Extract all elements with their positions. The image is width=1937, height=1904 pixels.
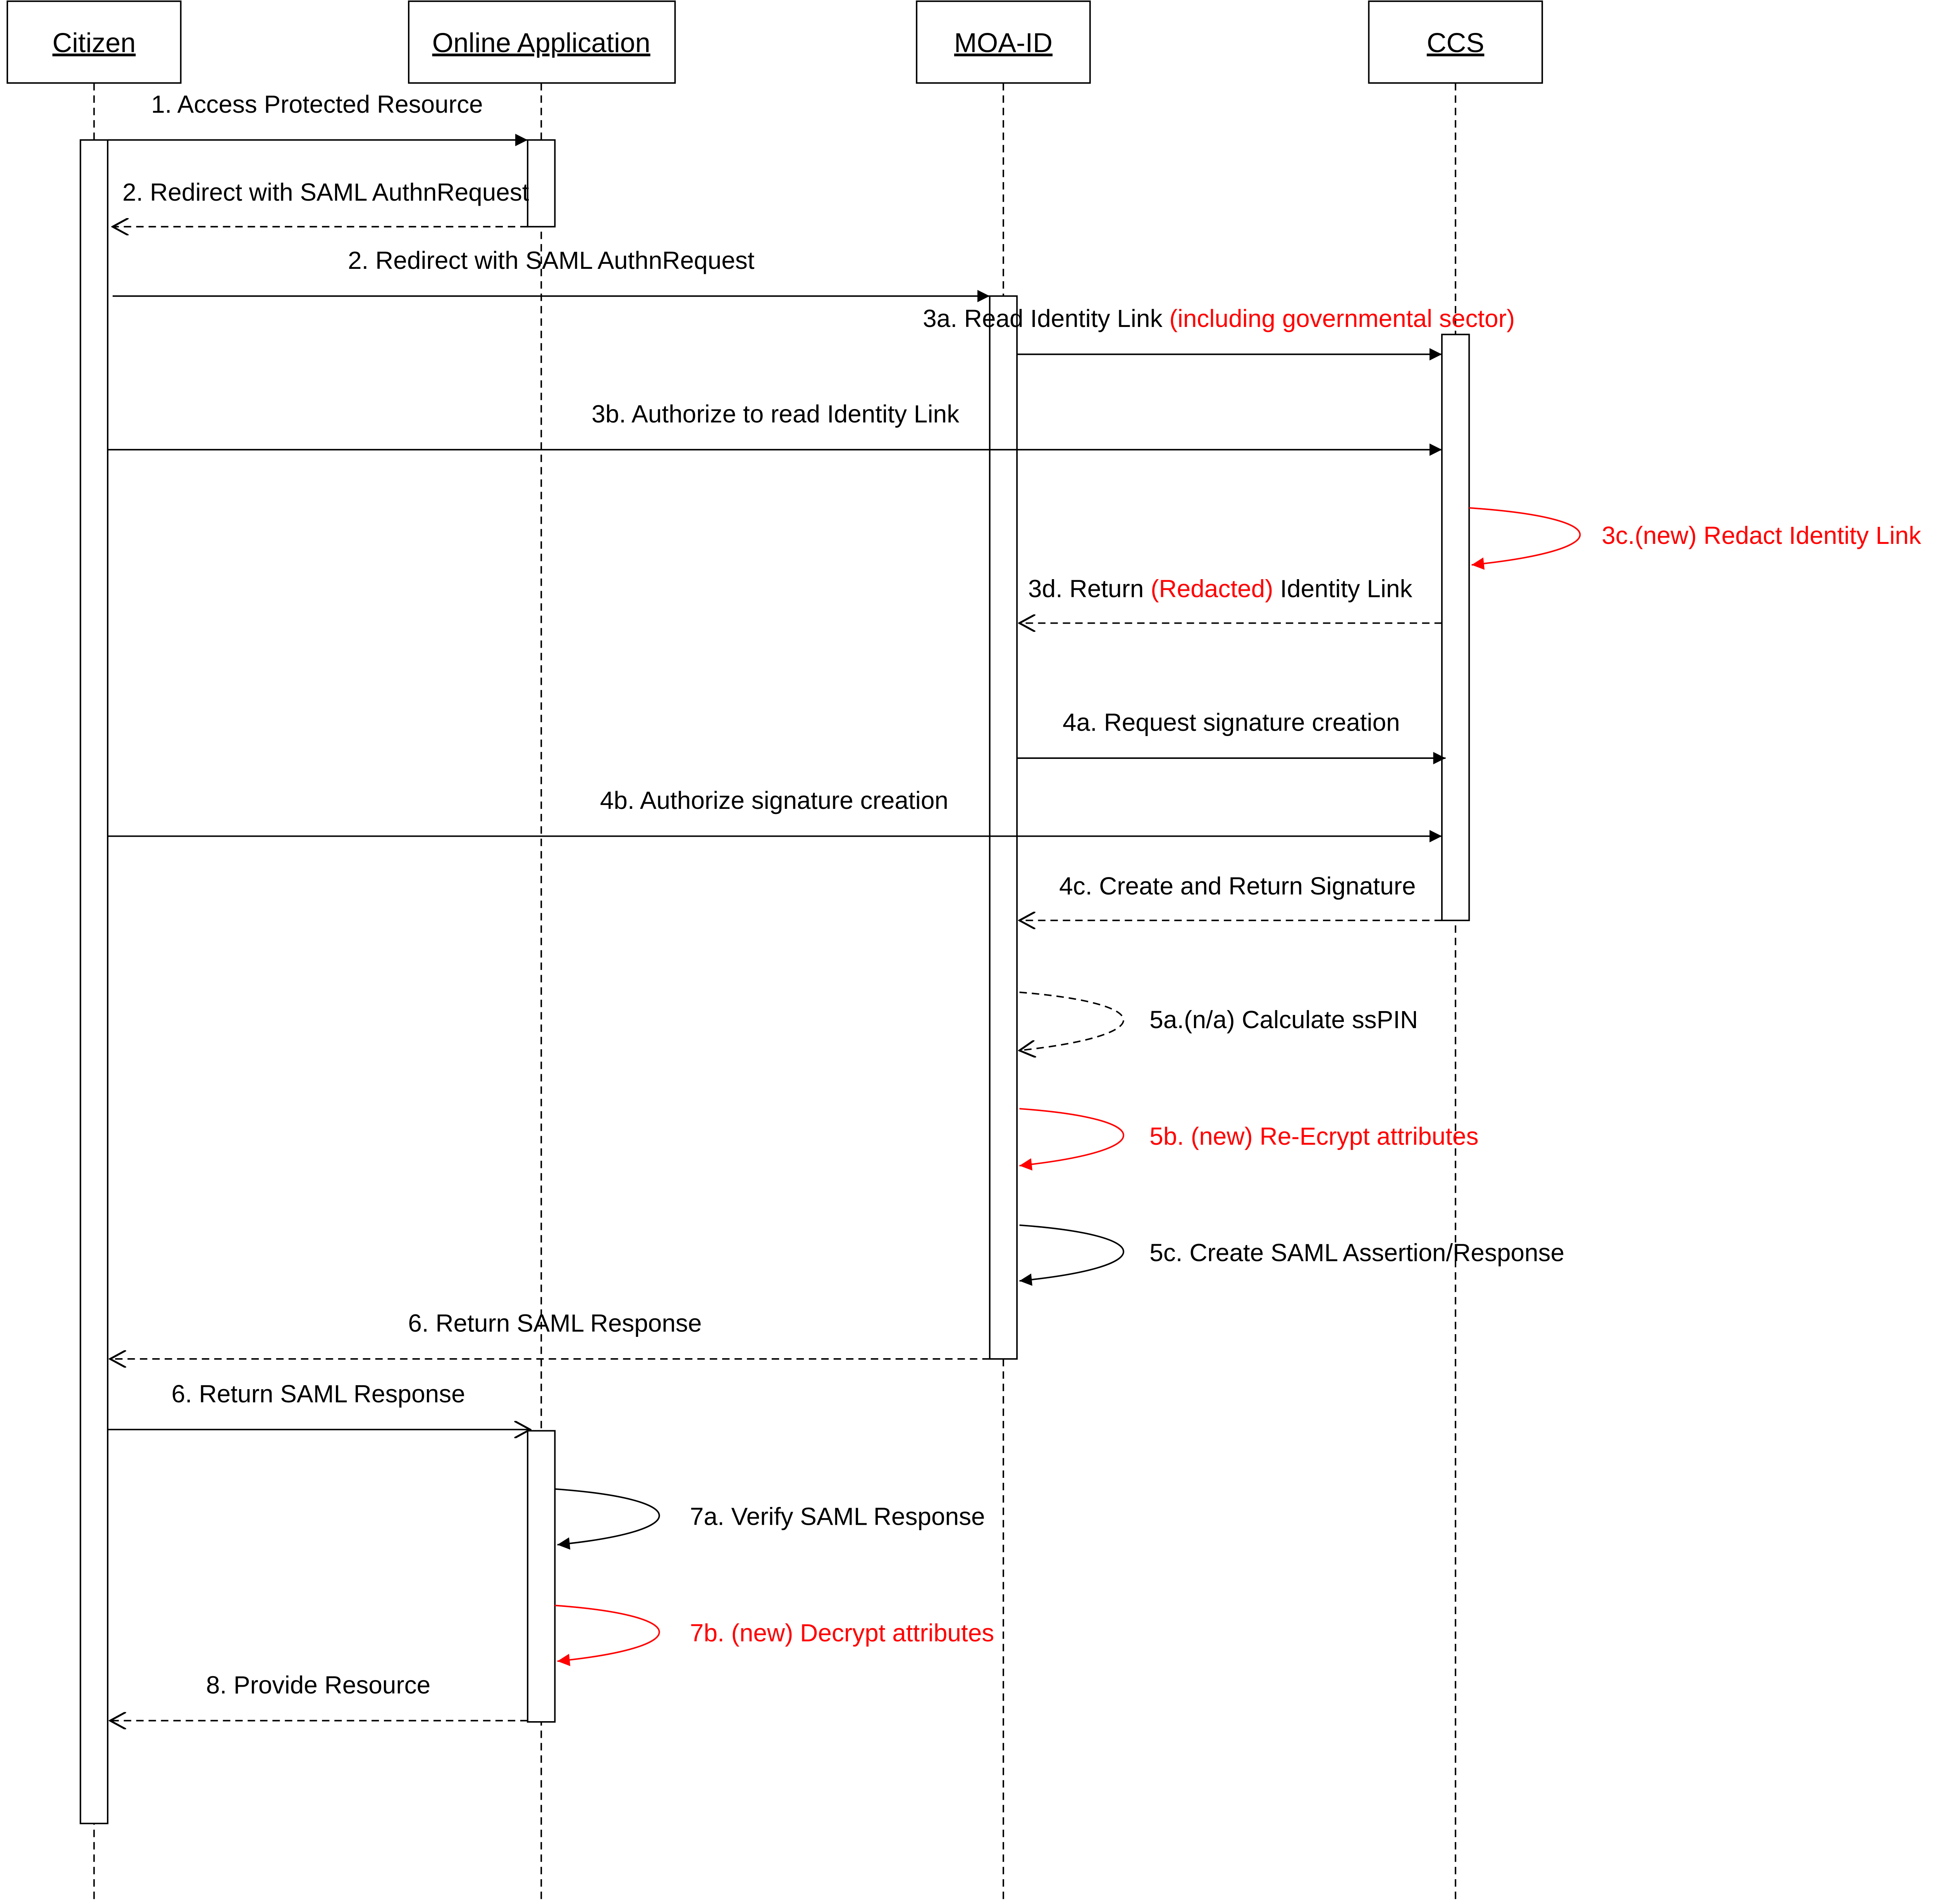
- message-7b-label: 7b. (new) Decrypt attributes: [690, 1619, 994, 1647]
- message-2-return-label: 2. Redirect with SAML AuthnRequest: [122, 178, 529, 206]
- actor-moa-id-label: MOA-ID: [954, 27, 1053, 58]
- message-6-return-label: 6. Return SAML Response: [408, 1309, 702, 1337]
- message-5c-label: 5c. Create SAML Assertion/Response: [1149, 1238, 1564, 1266]
- message-7a-self-arrow: [555, 1488, 660, 1550]
- message-6-forward-label: 6. Return SAML Response: [171, 1380, 465, 1408]
- message-1-label: 1. Access Protected Resource: [151, 90, 483, 118]
- actor-ccs: CCS: [1368, 0, 1543, 84]
- activation-app-2: [527, 1430, 556, 1723]
- message-5c-self-arrow: [1019, 1224, 1124, 1286]
- actor-online-application: Online Application: [408, 0, 676, 84]
- message-5b-self-arrow: [1019, 1108, 1124, 1171]
- actor-moa-id: MOA-ID: [916, 0, 1091, 84]
- message-4b-label: 4b. Authorize signature creation: [600, 786, 948, 814]
- message-5a-label: 5a.(n/a) Calculate ssPIN: [1149, 1006, 1418, 1034]
- message-3b-label: 3b. Authorize to read Identity Link: [592, 400, 960, 428]
- message-4c-label: 4c. Create and Return Signature: [1059, 872, 1416, 900]
- activation-citizen: [79, 139, 108, 1825]
- activation-moa-id: [989, 295, 1018, 1360]
- activation-app-1: [527, 139, 556, 228]
- actor-ccs-label: CCS: [1427, 27, 1485, 58]
- message-7b-self-arrow: [555, 1605, 660, 1666]
- message-3c-label: 3c.(new) Redact Identity Link: [1602, 521, 1922, 549]
- message-3c-self-arrow: [1469, 507, 1581, 570]
- message-8-label: 8. Provide Resource: [206, 1671, 430, 1699]
- message-7a-label: 7a. Verify SAML Response: [690, 1502, 985, 1530]
- message-3d-label: 3d. Return (Redacted) Identity Link: [1028, 574, 1413, 602]
- message-3a-label: 3a. Read Identity Link (including govern…: [923, 304, 1515, 332]
- activation-ccs: [1441, 334, 1470, 921]
- message-2-forward-label: 2. Redirect with SAML AuthnRequest: [348, 246, 755, 274]
- message-4a-label: 4a. Request signature creation: [1063, 709, 1400, 736]
- message-5b-label: 5b. (new) Re-Ecrypt attributes: [1149, 1122, 1478, 1150]
- actor-citizen: Citizen: [7, 0, 182, 84]
- actor-online-application-label: Online Application: [432, 27, 650, 58]
- actor-citizen-label: Citizen: [52, 27, 136, 58]
- message-5a-self-arrow: [1020, 991, 1124, 1050]
